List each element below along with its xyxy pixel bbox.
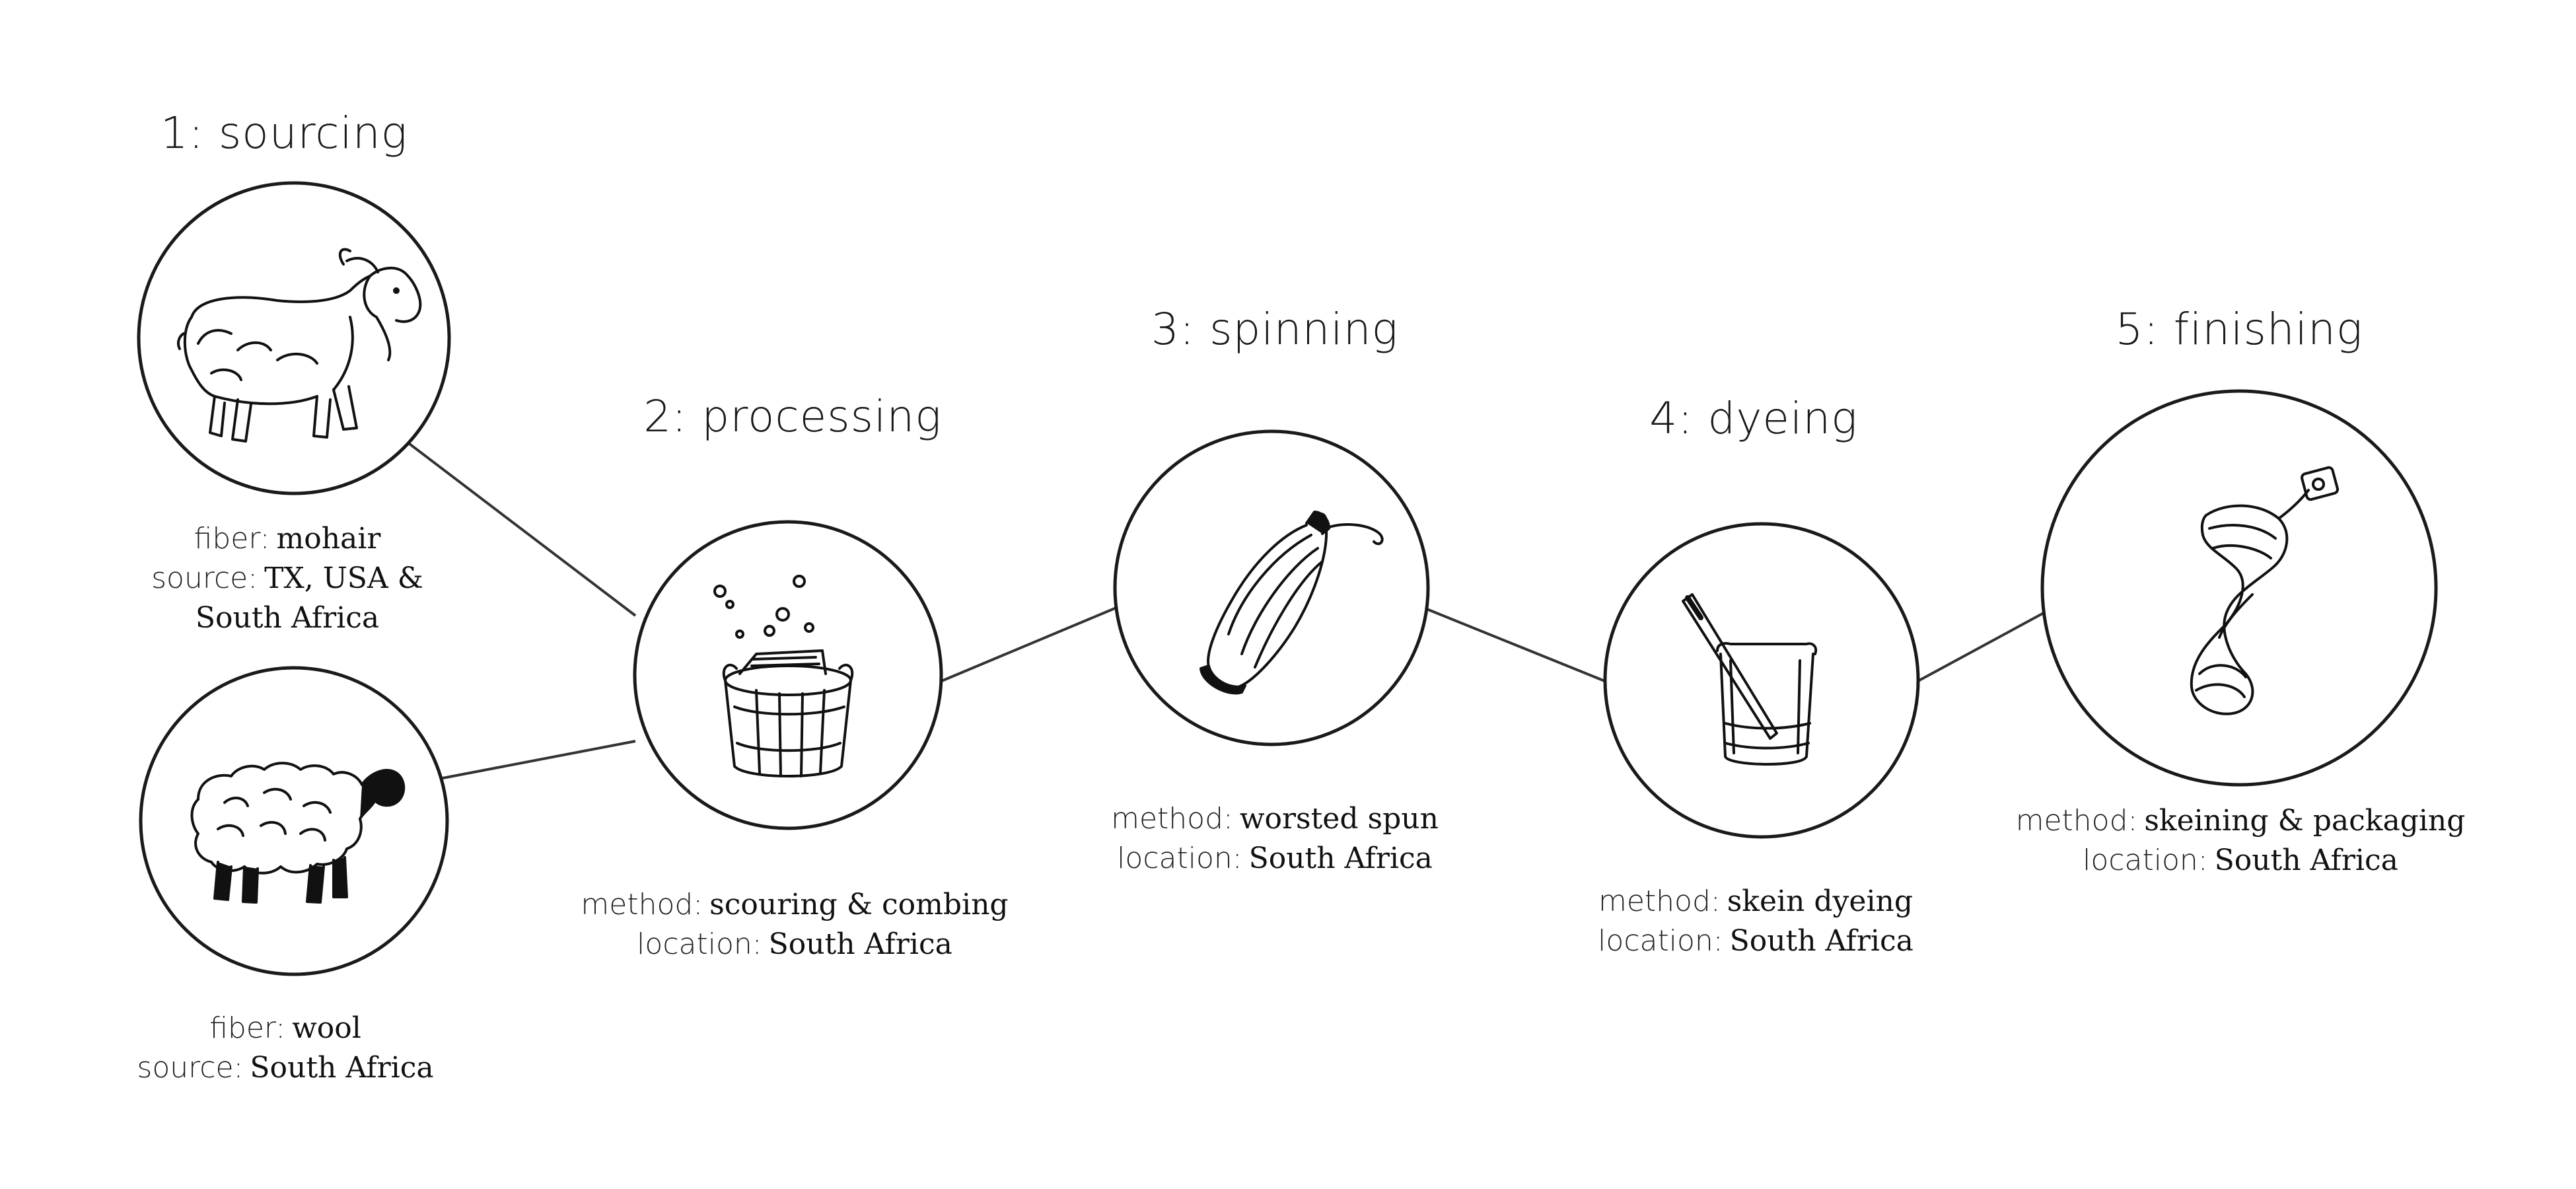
processing-info: method:scouring & combing location:South… [581, 885, 1008, 964]
connector-dyeing-finishing [1916, 608, 2052, 683]
info-key: method: [1598, 884, 1721, 918]
info-key: location: [1117, 842, 1242, 875]
goat-circle [137, 181, 451, 495]
stage-title-dyeing: 4: dyeing [1649, 393, 1858, 444]
goat-icon [177, 248, 422, 443]
spinning-info: method:worsted spun location:South Afric… [1111, 799, 1439, 879]
sheep-icon [190, 762, 406, 904]
info-key: fiber: [209, 1011, 286, 1045]
info-value: South Africa [2214, 844, 2398, 877]
info-value: South Africa [1248, 842, 1433, 875]
info-key: method: [581, 888, 703, 921]
yarn-bobbin-icon [1199, 511, 1384, 695]
yarn-skein-icon [2190, 466, 2340, 715]
stage-title-spinning: 3: spinning [1151, 304, 1399, 355]
sheep-circle [139, 666, 449, 976]
info-key: method: [2015, 804, 2138, 838]
dyeing-info: method:skein dyeing location:South Afric… [1598, 882, 1914, 961]
finishing-circle [2040, 389, 2438, 787]
info-key: source: [151, 561, 258, 595]
stage-title-finishing: 5: finishing [2115, 304, 2363, 355]
stage-title-processing: 2: processing [643, 391, 942, 442]
washtub-icon [713, 575, 854, 777]
info-key: location: [2083, 844, 2208, 877]
info-value: skein dyeing [1727, 884, 1914, 918]
info-value: skeining & packaging [2144, 804, 2466, 838]
info-value: worsted spun [1239, 802, 1439, 836]
connector-goat-processing [408, 443, 637, 617]
info-value: South Africa [195, 601, 380, 635]
connector-spinning-dyeing [1426, 608, 1607, 683]
info-value: South Africa [250, 1051, 434, 1085]
mohair-info: fiber:mohair source:TX, USA & South Afri… [151, 519, 423, 638]
connector-processing-spinning [939, 606, 1117, 683]
dye-beaker-icon [1682, 593, 1818, 766]
info-value: mohair [276, 522, 381, 556]
info-value: South Africa [768, 927, 952, 961]
info-key: location: [1598, 924, 1723, 958]
processing-circle [633, 520, 943, 830]
stage-title-sourcing: 1: sourcing [160, 108, 408, 159]
info-value: wool [292, 1011, 361, 1045]
finishing-info: method:skeining & packaging location:Sou… [2016, 801, 2466, 881]
dyeing-circle [1603, 522, 1920, 839]
wool-info: fiber:wool source:South Africa [137, 1009, 433, 1088]
connectors [408, 443, 2052, 779]
info-value: South Africa [1729, 924, 1914, 958]
connector-sheep-processing [442, 740, 636, 779]
info-value: TX, USA & [264, 561, 423, 595]
info-value: scouring & combing [709, 888, 1009, 921]
info-key: source: [137, 1051, 244, 1085]
info-key: location: [637, 927, 762, 961]
info-key: fiber: [194, 522, 270, 556]
info-key: method: [1111, 802, 1233, 836]
spinning-circle [1113, 429, 1430, 746]
